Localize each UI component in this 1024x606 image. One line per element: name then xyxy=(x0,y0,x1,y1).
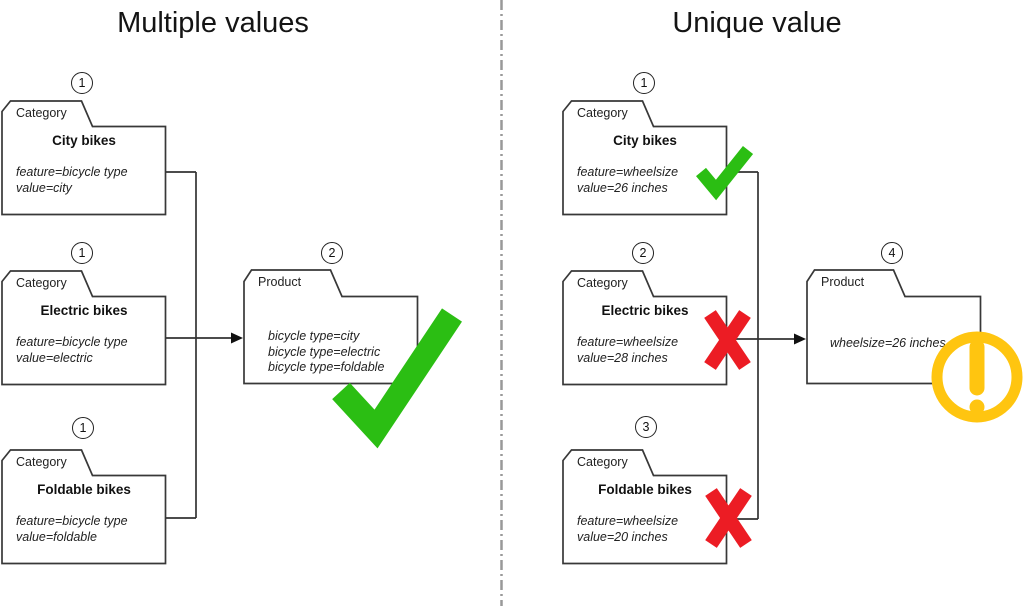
left-connectors xyxy=(164,171,232,519)
product-value-line: bicycle type=electric xyxy=(268,344,381,359)
product-value-line: wheelsize=26 inches xyxy=(830,336,946,350)
feature-line: feature=wheelsize xyxy=(577,514,679,528)
category-node-foldable-left: Category Foldable bikes feature=bicycle … xyxy=(1,449,167,565)
check-icon xyxy=(696,145,754,201)
warning-icon xyxy=(931,331,1023,423)
product-value-line: bicycle type=city xyxy=(268,329,360,343)
folder-shape xyxy=(1,100,167,216)
cross-icon xyxy=(704,310,751,370)
check-icon xyxy=(332,308,462,449)
feature-line: feature=bicycle type xyxy=(16,514,128,528)
folder-shape xyxy=(1,270,167,386)
arrowhead-icon xyxy=(231,332,243,344)
folder-shape xyxy=(1,449,167,565)
step-badge: 4 xyxy=(881,242,903,264)
node-stereotype: Category xyxy=(16,276,67,290)
step-badge: 1 xyxy=(72,417,94,439)
value-line: value=city xyxy=(16,181,72,195)
step-badge: 2 xyxy=(321,242,343,264)
right-panel-title: Unique value xyxy=(672,7,842,39)
product-value-line: bicycle type=foldable xyxy=(268,360,385,374)
category-node-electric-left: Category Electric bikes feature=bicycle … xyxy=(1,270,167,386)
feature-line: feature=bicycle type xyxy=(16,335,128,349)
folder-shape xyxy=(243,269,419,385)
step-badge: 1 xyxy=(71,72,93,94)
step-badge: 1 xyxy=(71,242,93,264)
node-stereotype: Product xyxy=(821,275,865,289)
value-line: value=20 inches xyxy=(577,530,668,544)
step-badge: 3 xyxy=(635,416,657,438)
node-stereotype: Category xyxy=(16,455,67,469)
category-node-electric-right: Category Electric bikes feature=wheelsiz… xyxy=(562,270,728,386)
product-node-left: Product bicycle type=city bicycle type=e… xyxy=(243,269,419,385)
node-title: Electric bikes xyxy=(601,303,689,318)
node-title: Electric bikes xyxy=(40,303,128,318)
feature-line: feature=wheelsize xyxy=(577,165,679,179)
left-panel-title: Multiple values xyxy=(117,7,309,39)
node-title: Foldable bikes xyxy=(37,482,131,497)
node-stereotype: Category xyxy=(577,106,628,120)
category-node-city-left: Category City bikes feature=bicycle type… xyxy=(1,100,167,216)
step-badge: 1 xyxy=(633,72,655,94)
node-stereotype: Category xyxy=(16,106,67,120)
value-line: value=26 inches xyxy=(577,181,668,195)
step-badge: 2 xyxy=(632,242,654,264)
cross-icon xyxy=(705,488,752,548)
node-title: City bikes xyxy=(52,133,116,148)
value-line: value=28 inches xyxy=(577,351,668,365)
node-stereotype: Category xyxy=(577,276,628,290)
node-stereotype: Product xyxy=(258,275,302,289)
node-title: Foldable bikes xyxy=(598,482,692,497)
arrowhead-icon xyxy=(794,333,806,345)
node-stereotype: Category xyxy=(577,455,628,469)
value-line: value=foldable xyxy=(16,530,97,544)
node-title: City bikes xyxy=(613,133,677,148)
category-node-foldable-right: Category Foldable bikes feature=wheelsiz… xyxy=(562,449,728,565)
value-line: value=electric xyxy=(16,351,93,365)
feature-line: feature=wheelsize xyxy=(577,335,679,349)
feature-line: feature=bicycle type xyxy=(16,165,128,179)
category-node-city-right: Category City bikes feature=wheelsize va… xyxy=(562,100,728,216)
